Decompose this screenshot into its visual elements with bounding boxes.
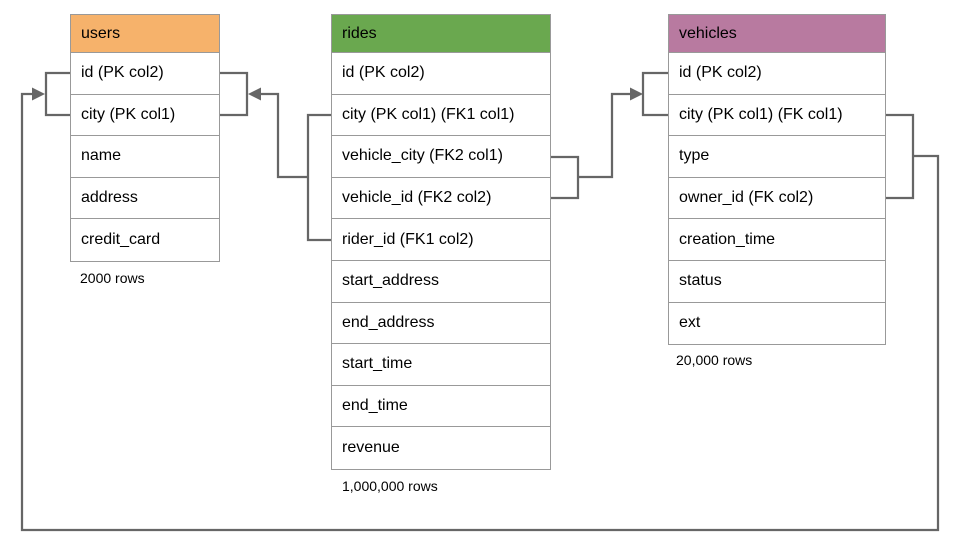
rides-column-vehicle-city: vehicle_city (FK2 col1): [332, 136, 550, 178]
users-column-address: address: [71, 177, 219, 220]
rides-row-count-label: 1,000,000 rows: [342, 478, 438, 494]
arrow-into-users-left-icon: [32, 87, 45, 101]
vehicles-to-users-link-line: [20, 92, 940, 532]
rides-to-users-link-line: [260, 92, 308, 179]
vehicles-column-type: type: [669, 136, 885, 178]
rides-left-bracket-line: [306, 113, 331, 242]
rides-to-vehicles-link-line: [578, 92, 630, 179]
vehicles-column-city: city (PK col1) (FK col1): [669, 94, 885, 137]
vehicles-right-bracket-line: [886, 113, 915, 200]
users-column-city: city (PK col1): [71, 94, 219, 137]
table-rides: rides id (PK col2) city (PK col1) (FK1 c…: [331, 14, 551, 470]
arrow-into-users-right-icon: [248, 87, 261, 101]
users-left-bracket-line: [44, 71, 70, 117]
rides-column-city: city (PK col1) (FK1 col1): [332, 94, 550, 137]
rides-column-end-time: end_time: [332, 385, 550, 428]
table-rides-header: rides: [332, 15, 550, 53]
table-users: users id (PK col2) city (PK col1) name a…: [70, 14, 220, 262]
users-row-count-label: 2000 rows: [80, 270, 145, 286]
vehicles-left-bracket-line: [641, 71, 668, 117]
rides-column-end-address: end_address: [332, 302, 550, 345]
rides-column-vehicle-id: vehicle_id (FK2 col2): [332, 177, 550, 220]
vehicles-column-ext: ext: [669, 302, 885, 345]
vehicles-row-count-label: 20,000 rows: [676, 352, 753, 368]
rides-column-id: id (PK col2): [332, 53, 550, 95]
users-column-credit-card: credit_card: [71, 219, 219, 261]
vehicles-column-owner-id: owner_id (FK col2): [669, 177, 885, 220]
vehicles-column-id: id (PK col2): [669, 53, 885, 95]
rides-right-bracket-line: [551, 155, 580, 200]
vehicles-column-status: status: [669, 260, 885, 303]
vehicles-column-creation-time: creation_time: [669, 219, 885, 261]
rides-column-rider-id: rider_id (FK1 col2): [332, 219, 550, 261]
users-column-name: name: [71, 136, 219, 178]
rides-column-start-time: start_time: [332, 344, 550, 386]
users-column-id: id (PK col2): [71, 53, 219, 95]
rides-column-revenue: revenue: [332, 427, 550, 469]
users-right-bracket-line: [220, 71, 249, 117]
table-vehicles: vehicles id (PK col2) city (PK col1) (FK…: [668, 14, 886, 346]
table-users-header: users: [71, 15, 219, 53]
arrow-into-vehicles-icon: [630, 87, 643, 101]
table-vehicles-header: vehicles: [669, 15, 885, 53]
rides-column-start-address: start_address: [332, 260, 550, 303]
